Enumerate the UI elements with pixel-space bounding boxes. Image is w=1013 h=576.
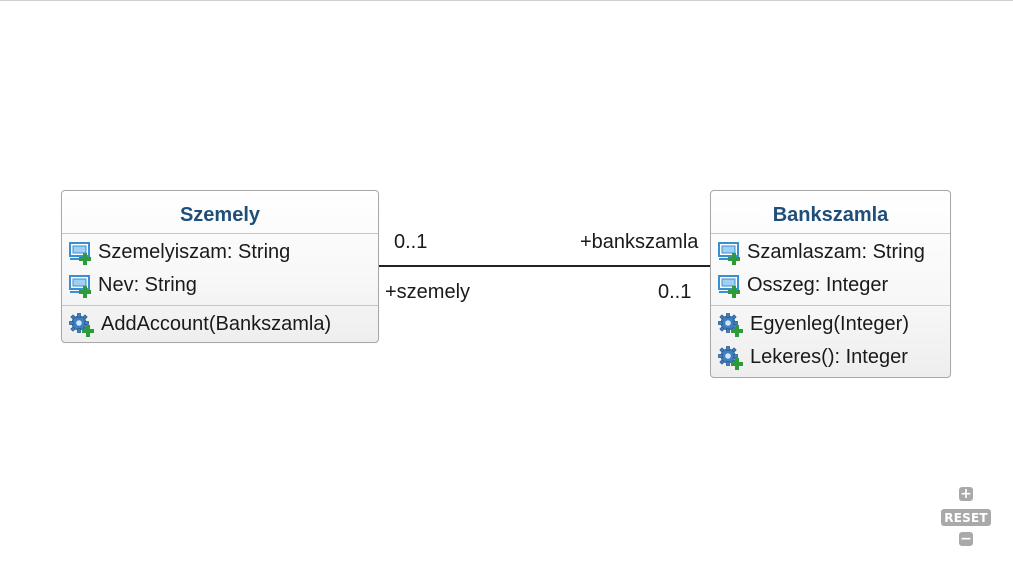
class-bankszamla[interactable]: Bankszamla Szamlaszam: String Osszeg: In… xyxy=(710,190,951,378)
top-divider xyxy=(0,0,1013,1)
attribute-icon xyxy=(718,274,740,298)
zoom-in-button[interactable]: + xyxy=(959,486,973,502)
attribute-row[interactable]: Nev: String xyxy=(62,269,378,302)
attributes-compartment: Szemelyiszam: String Nev: String xyxy=(62,234,378,305)
operation-row[interactable]: Lekeres(): Integer xyxy=(711,341,950,374)
attribute-label: Nev: String xyxy=(98,274,197,296)
operation-gear-icon xyxy=(718,312,743,337)
operation-gear-icon xyxy=(69,312,94,337)
attribute-row[interactable]: Szamlaszam: String xyxy=(711,236,950,269)
attribute-row[interactable]: Osszeg: Integer xyxy=(711,269,950,302)
zoom-controls: + RESET − xyxy=(941,487,991,549)
operation-row[interactable]: Egyenleg(Integer) xyxy=(711,308,950,341)
attribute-icon xyxy=(69,274,91,298)
operation-label: Lekeres(): Integer xyxy=(750,346,908,368)
right-multiplicity-label: 0..1 xyxy=(658,281,692,303)
operation-row[interactable]: AddAccount(Bankszamla) xyxy=(62,308,378,341)
operations-compartment: AddAccount(Bankszamla) xyxy=(62,305,378,344)
class-name: Bankszamla xyxy=(711,191,950,234)
attribute-icon xyxy=(718,241,740,265)
operations-compartment: Egyenleg(Integer) Lekeres( xyxy=(711,305,950,377)
attribute-icon xyxy=(69,241,91,265)
attribute-label: Szemelyiszam: String xyxy=(98,241,291,263)
class-szemely[interactable]: Szemely Szemelyiszam: String Nev: String xyxy=(61,190,379,343)
zoom-out-button[interactable]: − xyxy=(959,531,973,547)
attributes-compartment: Szamlaszam: String Osszeg: Integer xyxy=(711,234,950,305)
attribute-row[interactable]: Szemelyiszam: String xyxy=(62,236,378,269)
class-name: Szemely xyxy=(62,191,378,234)
left-role-label: +szemely xyxy=(385,281,471,303)
right-role-label: +bankszamla xyxy=(580,231,699,253)
association-line[interactable] xyxy=(379,265,710,267)
left-multiplicity-label: 0..1 xyxy=(394,231,428,253)
operation-label: Egyenleg(Integer) xyxy=(750,313,909,335)
attribute-label: Osszeg: Integer xyxy=(747,274,889,296)
attribute-label: Szamlaszam: String xyxy=(747,241,925,263)
operation-label: AddAccount(Bankszamla) xyxy=(101,313,332,335)
reset-zoom-button[interactable]: RESET xyxy=(941,509,991,526)
operation-gear-icon xyxy=(718,345,743,370)
